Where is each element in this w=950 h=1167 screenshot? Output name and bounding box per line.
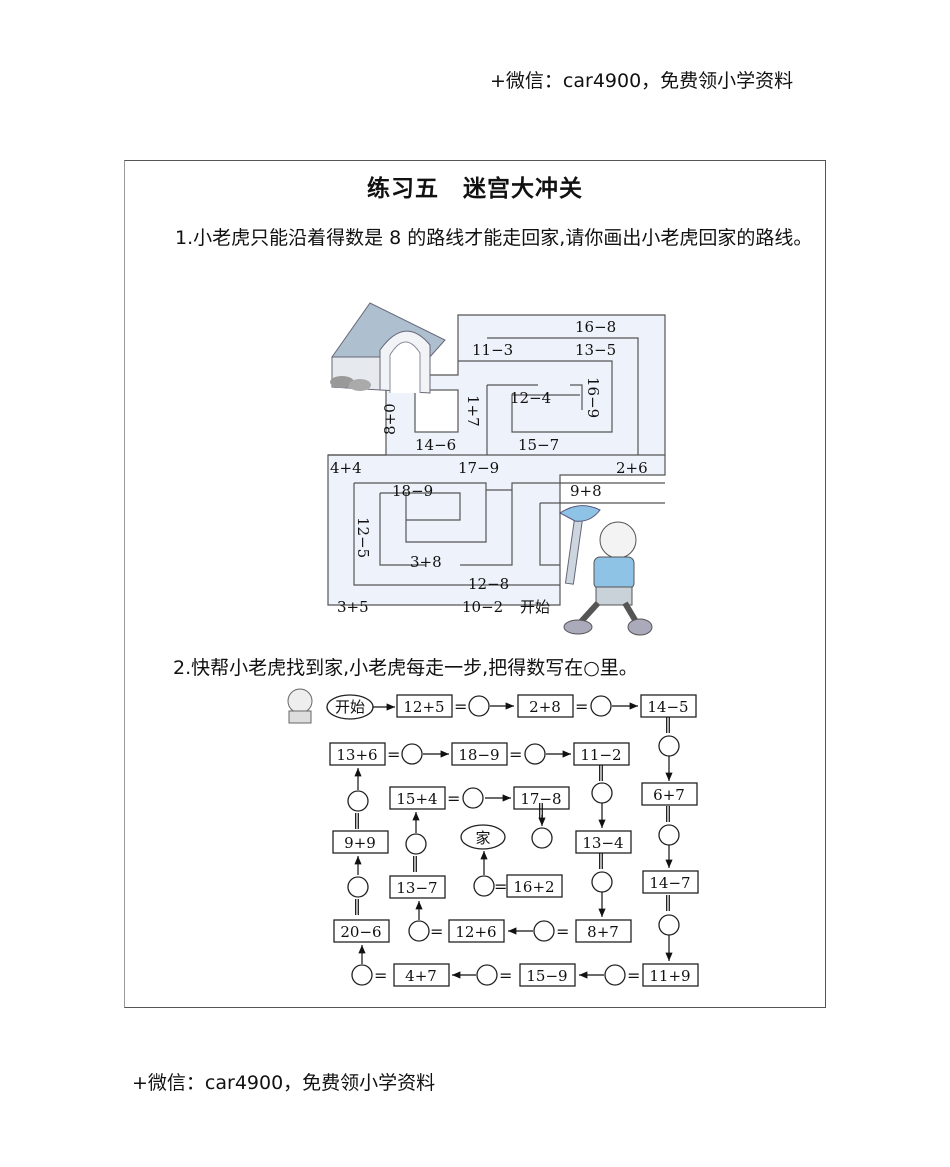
question-1-text: 1.小老虎只能沿着得数是 8 的路线才能走回家,请你画出小老虎回家的路线。 [175, 227, 813, 249]
svg-text:=: = [387, 745, 400, 764]
flow-box: 4+7 [405, 967, 437, 985]
start-node: 开始 [335, 698, 365, 716]
svg-text:‖: ‖ [597, 762, 605, 781]
maze-diagram: 16−8 11−3 13−5 12−4 14−6 15−7 16−9 8+0 1… [327, 302, 666, 636]
flow-box: 20−6 [340, 923, 381, 941]
flow-diagram: = = = = = = = = = = = ‖ ‖ ‖ ‖ ‖ ‖ ‖ ‖ ‖ 开始 12+5 2+8… [287, 688, 699, 987]
flow-box: 12+5 [403, 698, 444, 716]
maze-label: 18−9 [392, 482, 433, 500]
flow-box: 13+6 [336, 746, 377, 764]
svg-text:=: = [454, 697, 467, 716]
flow-box: 16+2 [513, 878, 554, 896]
flow-box: 13−4 [582, 834, 623, 852]
flow-box: 6+7 [653, 786, 685, 804]
maze-label: 16−9 [584, 377, 602, 418]
svg-text:=: = [494, 877, 507, 896]
watermark-bottom: +微信：car4900，免费领小学资料 [132, 1072, 436, 1094]
maze-label: 12−8 [468, 575, 509, 593]
svg-text:‖: ‖ [664, 803, 672, 822]
maze-label: 16−8 [575, 318, 616, 336]
svg-text:=: = [430, 922, 443, 941]
svg-text:‖: ‖ [353, 896, 361, 915]
maze-label: 12−5 [354, 517, 372, 558]
flow-box: 11−2 [580, 746, 621, 764]
flow-box: 11+9 [649, 967, 690, 985]
page-title: 练习五 迷宫大冲关 [367, 176, 583, 202]
svg-text:‖: ‖ [411, 853, 419, 872]
flow-box: 9+9 [344, 834, 376, 852]
maze-label: 1+7 [464, 395, 482, 427]
svg-text:‖: ‖ [597, 850, 605, 869]
flow-box: 15−9 [526, 967, 567, 985]
flow-box: 8+7 [587, 923, 619, 941]
flow-box: 15+4 [396, 790, 437, 808]
flow-box: 12+6 [455, 923, 496, 941]
flow-box: 14−5 [647, 698, 688, 716]
svg-text:=: = [556, 922, 569, 941]
maze-label: 17−9 [458, 459, 499, 477]
svg-text:=: = [499, 966, 512, 985]
svg-text:‖: ‖ [537, 800, 545, 819]
svg-text:=: = [509, 745, 522, 764]
flow-box: 14−7 [649, 874, 690, 892]
svg-text:=: = [374, 966, 387, 985]
maze-label: 10−2 [462, 598, 503, 616]
maze-label: 13−5 [575, 341, 616, 359]
svg-text:=: = [447, 789, 460, 808]
maze-label: 2+6 [616, 459, 648, 477]
svg-text:=: = [627, 966, 640, 985]
maze-label: 11−3 [472, 341, 513, 359]
maze-start-label: 开始 [520, 598, 550, 616]
question-2-text: 2.快帮小老虎找到家,小老虎每走一步,把得数写在○里。 [173, 657, 638, 679]
home-node: 家 [475, 829, 490, 847]
doghouse-icon [330, 302, 446, 394]
maze-label: 3+5 [337, 598, 369, 616]
maze-label: 3+8 [410, 553, 442, 571]
svg-text:‖: ‖ [664, 892, 672, 911]
tiger-small-icon [287, 688, 313, 724]
maze-label: 15−7 [518, 436, 559, 454]
flow-box: 18−9 [458, 746, 499, 764]
maze-label: 12−4 [510, 389, 551, 407]
svg-text:‖: ‖ [664, 714, 672, 733]
maze-label: 8+0 [381, 403, 399, 435]
worksheet-frame: 练习五 迷宫大冲关 1.小老虎只能沿着得数是 8 的路线才能走回家,请你画出小老… [124, 160, 826, 1008]
svg-text:=: = [575, 697, 588, 716]
maze-label: 4+4 [330, 459, 362, 477]
watermark-top: +微信：car4900，免费领小学资料 [490, 70, 794, 92]
tiger-mascot-icon [559, 505, 653, 636]
maze-label: 9+8 [570, 482, 602, 500]
flow-box: 2+8 [529, 698, 561, 716]
flow-box: 13−7 [396, 879, 437, 897]
maze-label: 14−6 [415, 436, 456, 454]
svg-text:‖: ‖ [353, 810, 361, 829]
flow-box: 17−8 [520, 790, 561, 808]
